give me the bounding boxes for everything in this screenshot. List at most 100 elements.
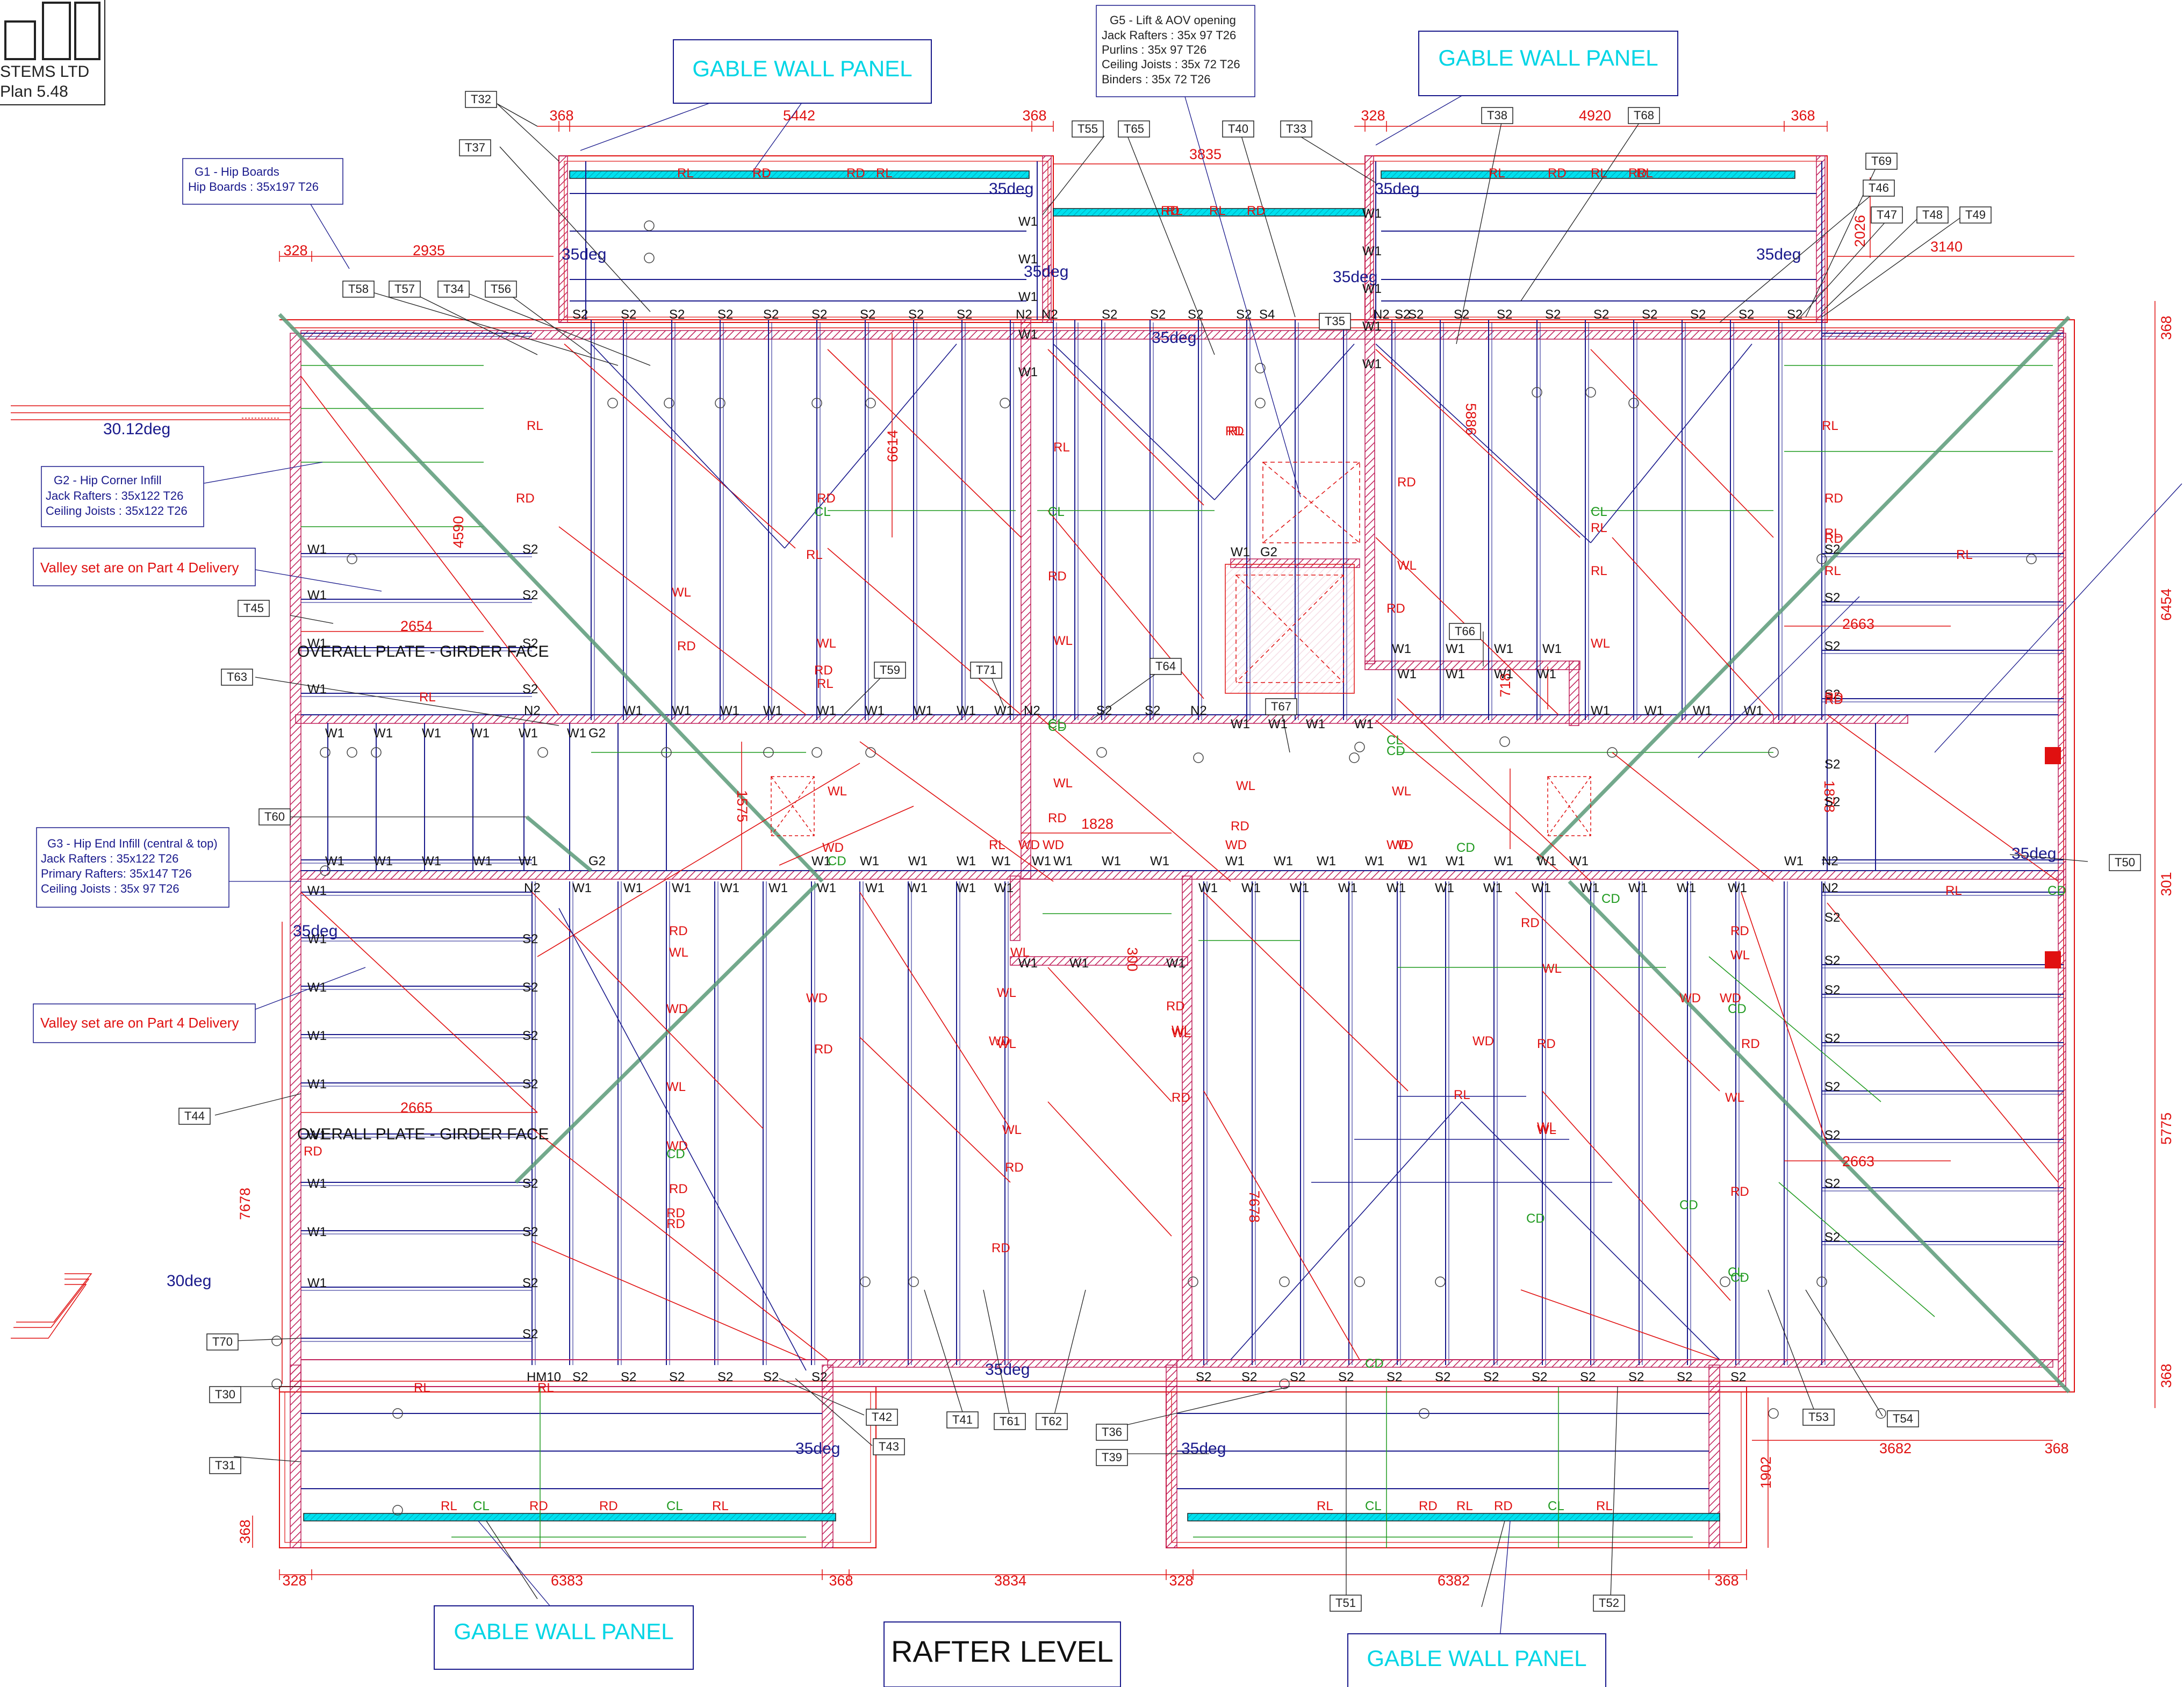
- node-marker: [537, 747, 548, 758]
- code-label: RL: [806, 548, 823, 562]
- code-label: WL: [1010, 945, 1030, 960]
- code-label: W1: [1362, 319, 1382, 334]
- code-label: S2: [1824, 757, 1840, 772]
- tag-box: [1150, 658, 1182, 675]
- code-label: S2: [669, 1370, 685, 1384]
- code-label: RL: [527, 419, 543, 433]
- code-label: WD: [822, 841, 844, 855]
- code-label: W1: [1053, 854, 1073, 868]
- tag-label: T42: [872, 1410, 892, 1424]
- code-label: W1: [1728, 881, 1747, 895]
- code-label: WL: [669, 945, 688, 960]
- dim-bot-2: 6383: [551, 1573, 583, 1589]
- code-label: RL: [537, 1381, 554, 1395]
- code-label: RD: [1730, 924, 1749, 938]
- note-g2-box: [41, 466, 204, 527]
- code-label: N2: [1373, 307, 1390, 322]
- code-label: W1: [1580, 881, 1599, 895]
- code-label: RD: [992, 1241, 1010, 1255]
- code-label: RL: [752, 166, 769, 181]
- dim-h-2663b: 2663: [1842, 1153, 1874, 1169]
- plate-labels: OVERALL PLATE - GIRDER FACE OVERALL PLAT…: [297, 643, 549, 1143]
- tag-label: T48: [1922, 208, 1943, 221]
- code-label: W1: [957, 881, 976, 895]
- support-lines: [558, 343, 1752, 1371]
- tag-label: T67: [1271, 700, 1291, 713]
- code-label: S2: [669, 307, 685, 322]
- tag-box: [994, 1413, 1026, 1430]
- code-label: S2: [522, 932, 538, 946]
- node-marker: [607, 398, 618, 408]
- code-label: WD: [806, 991, 828, 1006]
- code-label: W1: [1018, 214, 1038, 229]
- code-label: S2: [1824, 1031, 1840, 1046]
- node-marker: [644, 253, 655, 263]
- code-label: RD: [814, 1042, 833, 1057]
- note-boxes: G1 - Hip Boards Hip Boards : 35x197 T26 …: [36, 5, 1255, 908]
- code-label: S2: [1102, 307, 1117, 322]
- tag-box: [1887, 1410, 1919, 1427]
- tag-box: [1330, 1595, 1362, 1612]
- code-label: CD: [2048, 884, 2066, 898]
- code-label: RD: [1397, 475, 1416, 490]
- dim-top-r2: 4920: [1579, 107, 1611, 124]
- tag-box: [1481, 107, 1513, 124]
- tag-box: [389, 281, 421, 298]
- code-label: S2: [1290, 1370, 1305, 1384]
- code-label: RL: [712, 1499, 729, 1513]
- code-label: W1: [307, 884, 327, 898]
- code-label: W1: [994, 881, 1014, 895]
- node-marker: [1585, 387, 1596, 398]
- dim-sec-r: 3140: [1930, 239, 1963, 255]
- pitch-label: 35deg: [795, 1440, 840, 1458]
- tag-label: T65: [1124, 122, 1144, 135]
- dim-h-1828: 1828: [1081, 816, 1113, 832]
- title-block: STEMS LTD Plan 5.48: [0, 0, 105, 105]
- code-label: RL: [1591, 166, 1607, 181]
- node-marker: [1354, 1276, 1365, 1287]
- node-marker: [347, 554, 357, 564]
- code-label: W1: [422, 726, 441, 741]
- code-label: CD: [1048, 720, 1067, 734]
- code-label: WL: [997, 1037, 1016, 1051]
- node-marker: [811, 398, 822, 408]
- node-marker: [1096, 747, 1107, 758]
- tag-box: [206, 1333, 239, 1351]
- gable-panel-label-top-left: GABLE WALL PANEL: [692, 56, 912, 81]
- node-marker: [865, 747, 876, 758]
- tag-box: [1628, 107, 1660, 124]
- code-label: WD: [666, 1139, 688, 1153]
- code-label: RL: [414, 1381, 430, 1395]
- tag-label: T40: [1228, 122, 1248, 135]
- code-label: W1: [1268, 717, 1288, 731]
- tag-box: [1280, 120, 1312, 138]
- code-label: G2: [1260, 545, 1277, 559]
- node-marker: [908, 1276, 919, 1287]
- code-label: G2: [588, 726, 606, 741]
- node-marker: [715, 398, 725, 408]
- note-g1-box: [182, 158, 343, 205]
- dim-v-1902: 1902: [1758, 1456, 1774, 1489]
- gable-panel-label-bottom-right: GABLE WALL PANEL: [1367, 1646, 1586, 1671]
- node-marker: [1628, 398, 1639, 408]
- pitch-label: 30.12deg: [103, 420, 170, 438]
- tag-box: [1863, 180, 1895, 197]
- code-label: RD: [1824, 693, 1843, 707]
- code-label: WD: [1043, 838, 1064, 852]
- dim-bot-3: 368: [829, 1573, 853, 1589]
- code-label: CL: [473, 1499, 490, 1513]
- tag-label: T59: [880, 663, 900, 677]
- code-label: RD: [1225, 424, 1244, 439]
- note-g3-line3: Ceiling Joists : 35x 97 T26: [41, 882, 179, 895]
- pitch-label: 30deg: [167, 1272, 211, 1290]
- tag-box: [221, 669, 253, 686]
- code-label: S2: [1454, 307, 1469, 322]
- gable-panel-box-bottom-right: [1347, 1633, 1606, 1687]
- code-label: RL: [1824, 526, 1841, 541]
- code-label: W1: [519, 854, 538, 868]
- code-label: WL: [666, 1080, 686, 1094]
- code-label: S2: [522, 1176, 538, 1191]
- red-markers: [2045, 747, 2061, 968]
- dim-v-1878: 1878: [1821, 780, 1837, 813]
- code-label: RL: [1454, 1088, 1470, 1102]
